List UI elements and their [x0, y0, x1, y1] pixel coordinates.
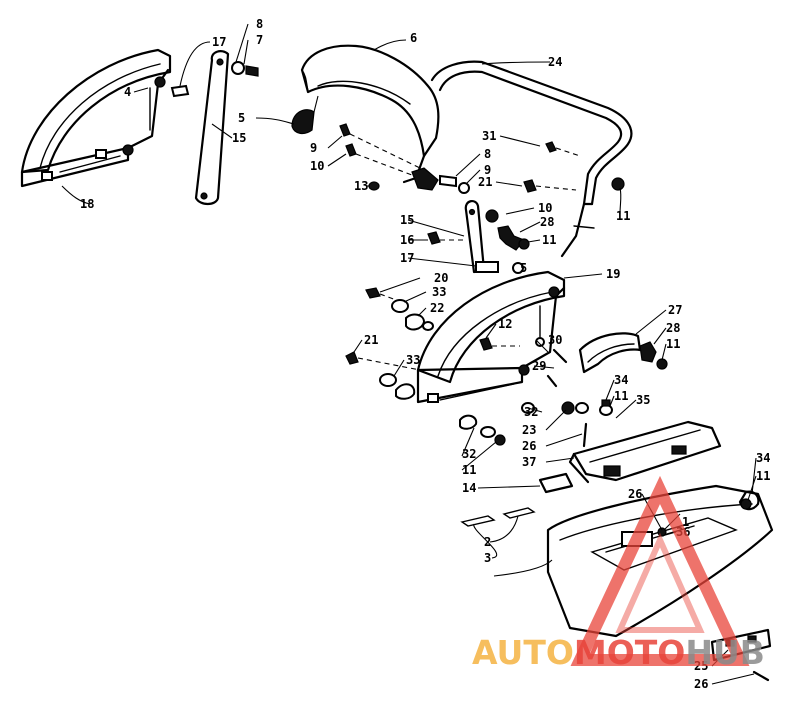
leader-lines: [61, 23, 757, 685]
washer-33-lower: [379, 373, 416, 400]
callout-label: 21: [478, 175, 492, 189]
callout-label: 22: [430, 301, 444, 315]
bracket-27: [578, 332, 642, 374]
callout-label: 17: [400, 251, 414, 265]
callout-label: 11: [614, 389, 628, 403]
callout-label: 26: [522, 439, 536, 453]
callout-label: 1: [682, 515, 689, 529]
arc-bracket-left: [20, 48, 172, 188]
bolt-12: [479, 337, 520, 351]
washer-5-mid: [512, 262, 524, 274]
watermark-triangle: [570, 475, 750, 666]
bolt-21-lower: [345, 351, 421, 371]
callout-label: 5: [520, 261, 527, 275]
callout-label: 26: [694, 677, 708, 691]
callout-label: 33: [406, 353, 420, 367]
callout-label: 27: [668, 303, 682, 317]
callout-label: 33: [432, 285, 446, 299]
callout-label: 11: [616, 209, 630, 223]
knob-28-lower: [639, 341, 668, 370]
side-link-15-mid: [464, 200, 486, 274]
callout-label: 32: [524, 405, 538, 419]
callout-label: 37: [522, 455, 536, 469]
callout-label: 12: [498, 317, 512, 331]
callout-label: 11: [756, 469, 770, 483]
callout-label: 24: [548, 55, 562, 69]
callout-label: 29: [532, 359, 546, 373]
clip-6: [291, 95, 319, 135]
bolt-31: [545, 141, 581, 157]
watermark-hub: HUB: [685, 633, 765, 672]
callout-label: 2: [484, 535, 491, 549]
pin-26-bottom: [752, 670, 770, 682]
base-housing-37: [546, 484, 774, 638]
callout-label: 16: [400, 233, 414, 247]
bolt-16: [427, 231, 464, 245]
watermark-logo: AUTOMOTOHUB: [472, 475, 765, 672]
callout-label: 11: [462, 463, 476, 477]
arc-bracket-right: [416, 270, 566, 404]
callout-label: 34: [756, 451, 770, 465]
watermark-text: AUTOMOTOHUB: [472, 633, 765, 672]
callout-label: 31: [482, 129, 496, 143]
callout-label: 11: [542, 233, 556, 247]
pin-26: [582, 422, 588, 448]
callout-label: 9: [310, 141, 317, 155]
nut-13: [368, 181, 380, 191]
cover-panel-1: [568, 420, 722, 484]
handle-bar-24: [430, 60, 633, 258]
washer-32-nut-11-left: [459, 414, 506, 446]
plate-17-left: [170, 84, 190, 98]
callout-label: 6: [410, 31, 417, 45]
callout-label: 14: [462, 481, 476, 495]
callout-label: 17: [212, 35, 226, 49]
watermark-auto: AUTO: [472, 633, 574, 672]
pins-29-30: [535, 337, 568, 388]
callout-label: 23: [522, 423, 536, 437]
plate-17-mid: [475, 261, 499, 273]
bolts-10: [339, 123, 421, 179]
callout-label: 18: [80, 197, 94, 211]
nut-11-handle: [611, 177, 625, 191]
callout-label: 8: [256, 17, 263, 31]
bracket-14: [538, 472, 574, 494]
callout-label: 5: [238, 111, 245, 125]
trim-strips-3-4: [460, 507, 536, 527]
callout-label: 35: [636, 393, 650, 407]
callout-label: 10: [538, 201, 552, 215]
callout-label: 34: [614, 373, 628, 387]
hardware-left-cluster: [365, 287, 434, 331]
callout-label: 28: [666, 321, 680, 335]
callout-label: 4: [124, 85, 131, 99]
callout-label: 9: [484, 163, 491, 177]
callout-label: 26: [628, 487, 642, 501]
hinge-clip: [411, 167, 470, 194]
watermark-moto: MOTO: [574, 633, 685, 672]
callout-labels: 35 1 2 3 4 5 5 6 7 8 8 9 9 10 10 11 11 1…: [80, 17, 770, 691]
callout-label: 15: [400, 213, 414, 227]
callout-label: 20: [434, 271, 448, 285]
callout-label: 11: [666, 337, 680, 351]
callout-label: 3: [484, 551, 491, 565]
callout-label: 15: [232, 131, 246, 145]
callout-label: 21: [364, 333, 378, 347]
callout-label: 30: [548, 333, 562, 347]
callout-label: 32: [462, 447, 476, 461]
callout-label: 28: [540, 215, 554, 229]
callout-label: 13: [354, 179, 368, 193]
callout-label: 7: [256, 33, 263, 47]
side-link-15-top: [194, 50, 230, 206]
knob-28-top: [485, 209, 530, 251]
callout-label: 8: [484, 147, 491, 161]
bolt-21-top: [523, 179, 577, 193]
bolt-washer-top: [231, 61, 259, 77]
callout-label: 19: [606, 267, 620, 281]
callout-label: 10: [310, 159, 324, 173]
